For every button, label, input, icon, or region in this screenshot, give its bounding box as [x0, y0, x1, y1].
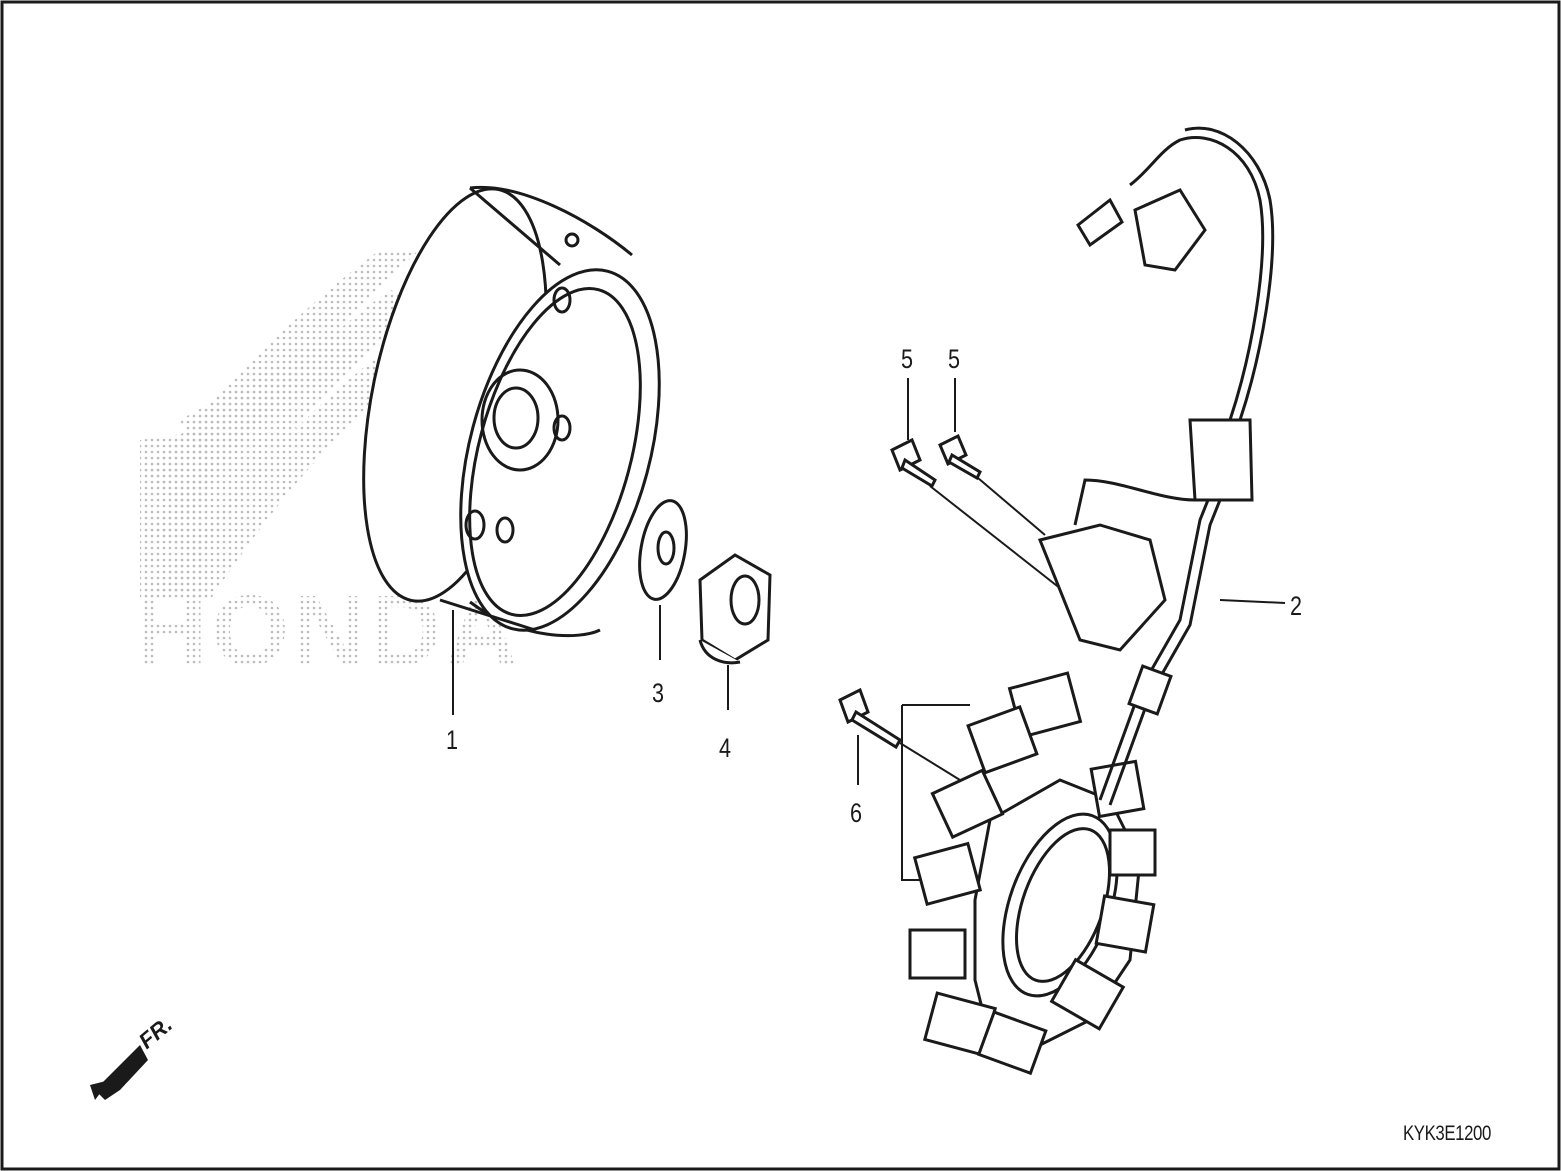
callout-part-6: 6 — [850, 798, 863, 828]
callout-part-2: 2 — [1290, 591, 1303, 621]
bolt-part-5-right — [938, 378, 1046, 536]
drawing-code: KYK3E1200 — [1403, 1122, 1491, 1145]
callout-part-5-right: 5 — [948, 344, 961, 374]
stator-part-2 — [908, 126, 1286, 1076]
callout-part-1: 1 — [446, 725, 459, 755]
callout-part-4: 4 — [719, 733, 732, 763]
bolt-part-5-left — [890, 378, 1076, 601]
flywheel-rotor-part-1 — [362, 185, 661, 715]
front-direction-arrow — [90, 1045, 148, 1100]
callout-part-3: 3 — [652, 678, 665, 708]
callout-part-5-left: 5 — [901, 344, 914, 374]
honda-watermark-text: HONDA — [135, 575, 522, 687]
washer-part-3 — [638, 499, 688, 660]
honda-wing-watermark — [140, 250, 430, 600]
flange-nut-part-4 — [698, 553, 772, 710]
